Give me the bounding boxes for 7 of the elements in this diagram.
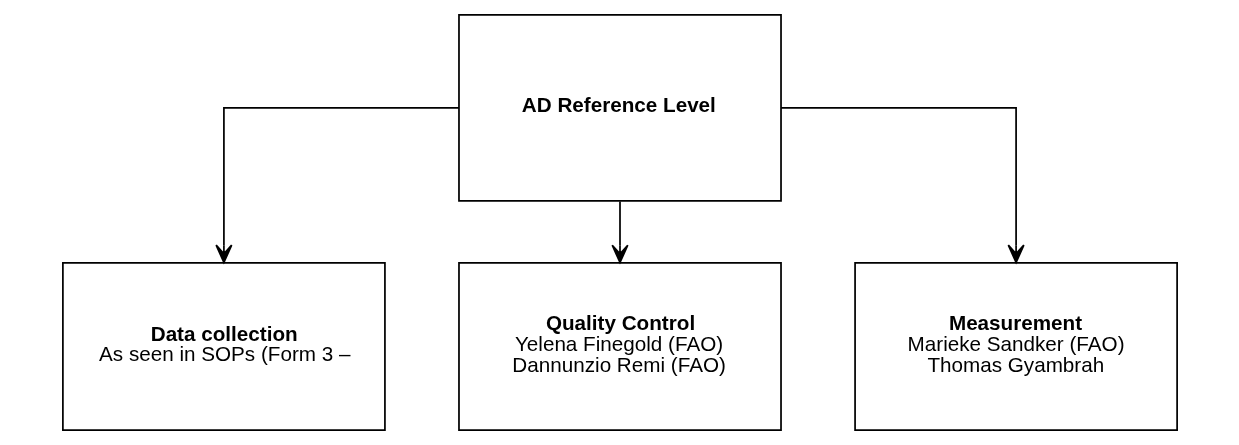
node-box: Quality Control Yelena Finegold (FAO) Dannunzio Remi (FAO) [457,262,782,431]
node-box: Data collection As seen in SOPs (Form 3 – [61,262,386,431]
arrow [214,107,460,264]
arrow [779,107,1025,264]
arrow [610,200,629,264]
node-box: AD Reference Level [457,14,782,202]
node-box: Measurement Marieke Sandker (FAO) Thomas Gyambrah [853,262,1178,431]
